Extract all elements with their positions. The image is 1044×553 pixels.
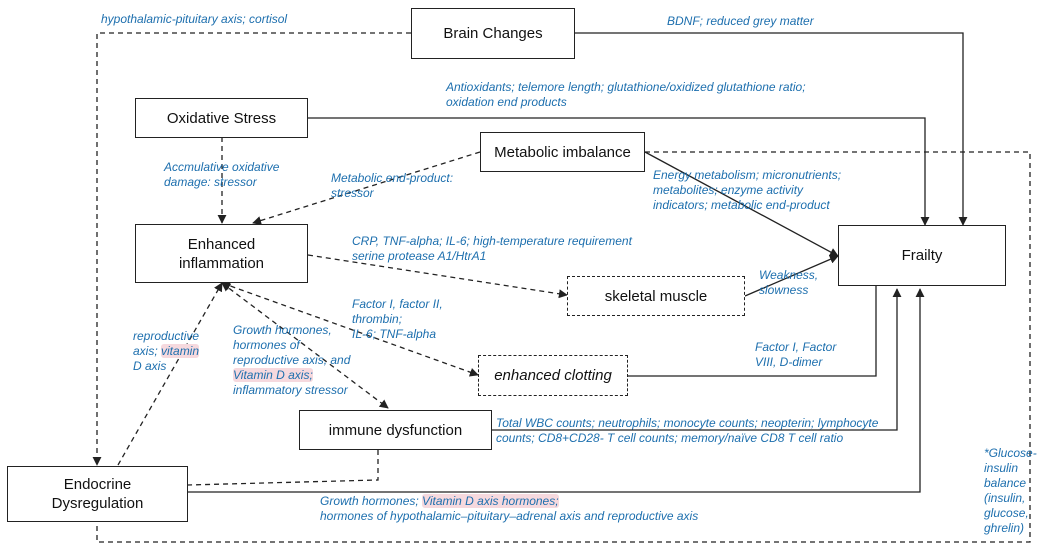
label-metabolic-end-product: Metabolic end-product: stressor [331, 171, 454, 200]
label-endocrine-hormones: Growth hormones; Vitamin D axis hormones… [320, 494, 699, 523]
label-antioxidants: Antioxidants; telemore length; glutathio… [446, 80, 806, 109]
label-weakness: Weakness, slowness [759, 268, 819, 297]
label-reproductive-axis: reproductive axis; vitamin D axis [133, 329, 200, 373]
label-wbc-counts: Total WBC counts; neutrophils; monocyte … [496, 416, 879, 445]
glucose-insulin-loop [96, 151, 1031, 543]
arrow-inflammation-to-skeletal [307, 254, 568, 299]
arrow-endocrine-to-frailty [188, 288, 925, 493]
arrow-endocrine-to-inflammation [117, 282, 223, 466]
arrow-inflammation-to-immune [221, 282, 389, 409]
arrow-immune-to-endocrine [187, 450, 379, 486]
highlight-vitamin: vitamin [161, 344, 200, 358]
arrow-oxidative-to-frailty [308, 117, 930, 226]
node-endocrine-dysregulation: Endocrine Dysregulation [7, 466, 188, 522]
arrow-immune-to-frailty [492, 288, 902, 431]
label-factor-viii: Factor I, Factor VIII, D-dimer [755, 340, 837, 369]
label-clotting-factors: Factor I, factor II, thrombin; IL-6; TNF… [352, 297, 443, 341]
node-skeletal-muscle: skeletal muscle [567, 276, 745, 316]
label-bdnf: BDNF; reduced grey matter [667, 14, 814, 28]
node-metabolic-imbalance: Metabolic imbalance [480, 132, 645, 172]
node-frailty: Frailty [838, 225, 1006, 286]
node-enhanced-inflammation: Enhanced inflammation [135, 224, 308, 283]
node-oxidative-stress: Oxidative Stress [135, 98, 308, 138]
node-brain-changes: Brain Changes [411, 8, 575, 59]
label-energy-metabolism: Energy metabolism; micronutrients; metab… [653, 168, 842, 212]
arrow-clotting-to-frailty [628, 286, 877, 377]
arrow-metabolic-to-inflammation [252, 151, 481, 225]
arrow-brain-to-frailty [575, 32, 968, 226]
arrow-metabolic-to-frailty [644, 151, 839, 257]
label-crp: CRP, TNF-alpha; IL-6; high-temperature r… [352, 234, 632, 263]
highlight-vitamin-d-hormones: Vitamin D axis hormones; [422, 494, 559, 508]
highlight-vitamin-d-axis: Vitamin D axis; [233, 368, 313, 382]
arrow-skeletal-to-frailty [744, 255, 839, 297]
node-enhanced-clotting: enhanced clotting [478, 355, 628, 396]
label-glucose-insulin: *Glucose- insulin balance (insulin, gluc… [984, 446, 1037, 535]
label-growth-hormones: Growth hormones, hormones of reproductiv… [233, 323, 351, 397]
node-immune-dysfunction: immune dysfunction [299, 410, 492, 450]
label-hpa-cortisol: hypothalamic-pituitary axis; cortisol [101, 12, 288, 26]
label-accumulative-damage: Accmulative oxidative damage: stressor [164, 160, 280, 189]
